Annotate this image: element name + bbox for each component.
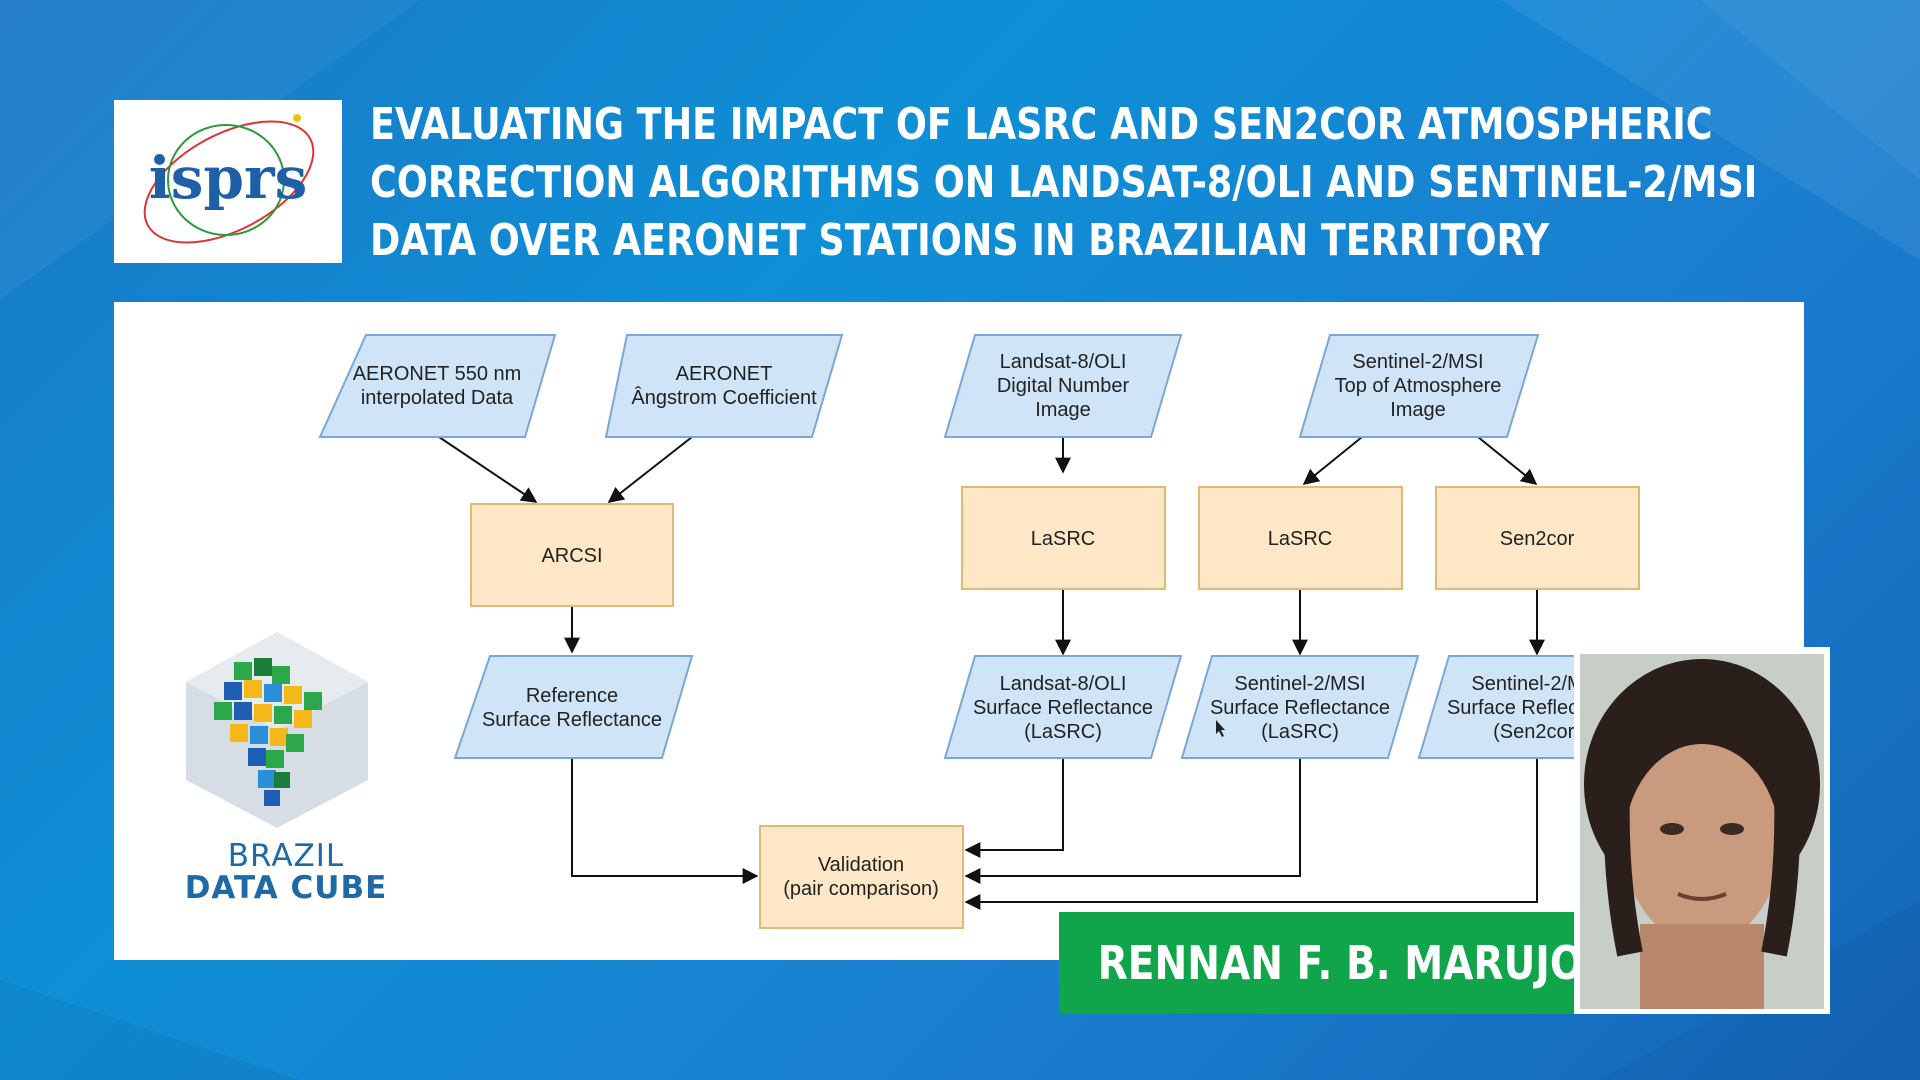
mouse-cursor-icon bbox=[1216, 720, 1225, 737]
isprs-logo-graphic: isprs bbox=[143, 114, 315, 244]
presentation-title: EVALUATING THE IMPACT OF LASRC AND SEN2C… bbox=[370, 96, 1758, 270]
svg-text:(pair comparison): (pair comparison) bbox=[783, 878, 939, 900]
svg-text:Image: Image bbox=[1390, 399, 1446, 421]
process-lasrc-landsat: LaSRC bbox=[961, 486, 1166, 590]
brazil-data-cube-line1: BRAZIL bbox=[227, 838, 345, 874]
svg-text:Image: Image bbox=[1035, 399, 1091, 421]
svg-text:ARCSI: ARCSI bbox=[541, 545, 602, 567]
brazil-data-cube-logo-icon bbox=[186, 632, 368, 828]
input-aeronet-550: AERONET 550 nm interpolated Data bbox=[318, 334, 557, 438]
svg-text:Ângstrom Coefficient: Ângstrom Coefficient bbox=[631, 386, 817, 409]
process-validation: Validation (pair comparison) bbox=[759, 825, 964, 929]
process-sen2cor: Sen2cor bbox=[1435, 486, 1640, 590]
speaker-name: RENNAN F. B. MARUJO bbox=[1097, 936, 1584, 990]
svg-text:Surface Reflectance: Surface Reflectance bbox=[1210, 697, 1390, 719]
svg-text:Sentinel-2/MSI: Sentinel-2/MSI bbox=[1471, 673, 1602, 695]
slide-panel: AERONET 550 nm interpolated Data AERONET… bbox=[114, 302, 1804, 960]
svg-text:Sen2cor: Sen2cor bbox=[1500, 528, 1575, 550]
speaker-avatar-icon bbox=[1580, 654, 1824, 1009]
input-aeronet-angstrom: AERONET Ângstrom Coefficient bbox=[604, 334, 844, 438]
output-sentinel-sr-lasrc: Sentinel-2/MSI Surface Reflectance (LaSR… bbox=[1180, 655, 1420, 759]
speaker-photo bbox=[1580, 654, 1824, 1009]
svg-text:(LaSRC): (LaSRC) bbox=[1024, 721, 1102, 743]
title-line-3: DATA OVER AERONET STATIONS IN BRAZILIAN … bbox=[370, 215, 1550, 266]
svg-text:Sentinel-2/MSI: Sentinel-2/MSI bbox=[1234, 673, 1365, 695]
svg-text:Landsat-8/OLI: Landsat-8/OLI bbox=[1000, 673, 1127, 695]
svg-text:Sentinel-2/MSI: Sentinel-2/MSI bbox=[1352, 351, 1483, 373]
svg-text:LaSRC: LaSRC bbox=[1031, 528, 1095, 550]
process-arcsi: ARCSI bbox=[470, 503, 674, 607]
title-line-1: EVALUATING THE IMPACT OF LASRC AND SEN2C… bbox=[370, 99, 1713, 150]
isprs-logo-text: isprs bbox=[149, 144, 307, 212]
svg-text:interpolated Data: interpolated Data bbox=[361, 387, 514, 409]
speaker-name-bar bbox=[1059, 912, 1575, 1014]
svg-text:(Sen2cor): (Sen2cor) bbox=[1493, 721, 1581, 743]
svg-text:AERONET: AERONET bbox=[676, 363, 773, 385]
title-line-2: CORRECTION ALGORITHMS ON LANDSAT-8/OLI A… bbox=[370, 157, 1758, 208]
svg-text:Top of Atmosphere: Top of Atmosphere bbox=[1335, 375, 1502, 397]
brazil-data-cube-line2: DATA CUBE bbox=[184, 870, 388, 906]
process-lasrc-sentinel: LaSRC bbox=[1198, 486, 1403, 590]
output-landsat-sr: Landsat-8/OLI Surface Reflectance (LaSRC… bbox=[943, 655, 1183, 759]
input-landsat-dn: Landsat-8/OLI Digital Number Image bbox=[943, 334, 1183, 438]
svg-text:Digital Number: Digital Number bbox=[997, 375, 1130, 397]
svg-text:Reference: Reference bbox=[526, 685, 618, 707]
output-reference-sr: Reference Surface Reflectance bbox=[453, 655, 694, 759]
svg-text:Surface Reflectance: Surface Reflectance bbox=[482, 709, 662, 731]
isprs-logo: isprs bbox=[114, 100, 342, 263]
svg-text:Validation: Validation bbox=[818, 854, 904, 876]
svg-text:Landsat-8/OLI: Landsat-8/OLI bbox=[1000, 351, 1127, 373]
input-sentinel-toa: Sentinel-2/MSI Top of Atmosphere Image bbox=[1298, 334, 1540, 438]
svg-text:AERONET 550 nm: AERONET 550 nm bbox=[353, 363, 522, 385]
svg-text:Surface Reflectance: Surface Reflectance bbox=[973, 697, 1153, 719]
connectors bbox=[438, 436, 1545, 910]
svg-text:LaSRC: LaSRC bbox=[1268, 528, 1332, 550]
svg-text:(LaSRC): (LaSRC) bbox=[1261, 721, 1339, 743]
